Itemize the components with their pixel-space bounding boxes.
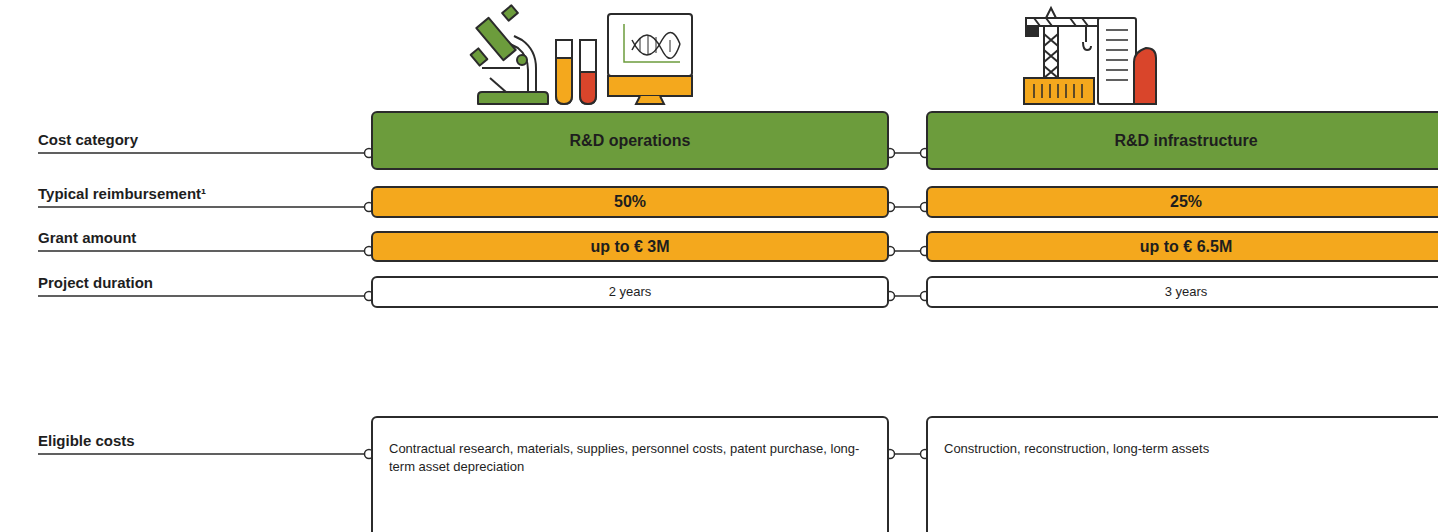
row-connector: [886, 292, 930, 301]
value-box: up to € 3M: [371, 231, 889, 262]
value-box: 50%: [371, 186, 889, 218]
info-box: 2 years: [371, 276, 889, 308]
row-connector: [886, 149, 930, 158]
leader-lines: [38, 149, 374, 459]
row-connector: [886, 203, 930, 212]
box-text: 2 years: [609, 283, 652, 301]
row-label: Cost category: [38, 131, 138, 148]
box-text: 50%: [614, 193, 646, 211]
category-box: R&D operations: [371, 111, 889, 170]
row-label: Project duration: [38, 274, 153, 291]
info-box: Construction, reconstruction, long-term …: [926, 416, 1438, 532]
row-connector: [886, 450, 930, 459]
box-text: 25%: [1170, 193, 1202, 211]
row-label: Grant amount: [38, 229, 136, 246]
value-box: 25%: [926, 186, 1438, 218]
box-text: up to € 6.5M: [1140, 238, 1232, 256]
box-text: Construction, reconstruction, long-term …: [944, 440, 1209, 458]
info-box: 3 years: [926, 276, 1438, 308]
box-text: up to € 3M: [590, 238, 669, 256]
box-text: Contractual research, materials, supplie…: [389, 440, 871, 475]
box-text: R&D infrastructure: [1114, 132, 1257, 150]
box-text: 3 years: [1165, 283, 1208, 301]
info-box: Contractual research, materials, supplie…: [371, 416, 889, 532]
buildings-icon: [1024, 18, 1156, 104]
row-label: Eligible costs: [38, 432, 135, 449]
row-connector: [886, 247, 930, 256]
box-text: R&D operations: [570, 132, 691, 150]
monitor-icon: [608, 14, 692, 104]
microscope-icon: [471, 5, 548, 104]
row-label: Typical reimbursement¹: [38, 185, 206, 202]
test-tubes-icon: [556, 40, 596, 104]
category-box: R&D infrastructure: [926, 111, 1438, 170]
value-box: up to € 6.5M: [926, 231, 1438, 262]
